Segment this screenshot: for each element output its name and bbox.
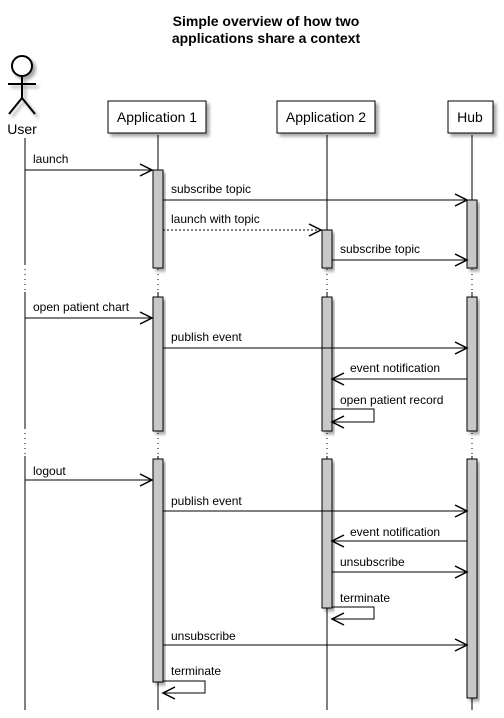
message-arrow: unsubscribe [332,555,469,579]
message-label: open patient record [340,393,443,407]
activation-app2 [321,296,333,432]
message-label: launch [33,152,68,166]
diagram-title-line-2: applications share a context [172,30,361,46]
message-label: terminate [171,664,221,678]
participant-box-app1 [107,100,207,134]
message-label: terminate [340,591,390,605]
activation-app2 [321,458,333,609]
message-arrow: unsubscribe [163,629,469,652]
activation-app1 [152,169,164,269]
message-label: logout [33,464,66,478]
message-label: publish event [171,330,242,344]
message-arrow: subscribe topic [163,182,469,207]
message-arrow: launch [25,152,154,177]
message-label: launch with topic [171,212,260,226]
message-label: publish event [171,494,242,508]
activation-hub [466,296,478,432]
message-label: open patient chart [33,300,130,314]
participant-app2: Application 2 [276,100,376,134]
participant-app1: Application 1 [107,100,207,134]
message-arrow: event notification [330,525,467,548]
participant-label-app2: Application 2 [286,109,366,125]
activation-app1 [152,296,164,432]
user-actor-icon [8,55,36,115]
message-label: unsubscribe [340,555,405,569]
message-arrow: publish event [163,494,469,518]
message-self-arrow: open patient record [330,393,443,429]
activation-hub [466,199,478,269]
user-actor-label: User [7,121,37,137]
message-label: subscribe topic [340,242,420,256]
activation-hub [466,458,478,699]
message-arrow: subscribe topic [332,242,469,267]
diagram-title-line-1: Simple overview of how two [173,13,360,29]
participant-label-hub: Hub [457,109,483,125]
activation-bars [152,169,478,699]
activation-app2 [321,229,333,269]
participant-label-app1: Application 1 [117,109,197,125]
participant-box-app2 [276,100,376,134]
message-self-arrow: terminate [330,591,390,626]
activation-app1 [152,458,164,683]
messages: launch subscribe topic launch with topic… [25,152,469,700]
message-self-arrow: terminate [161,664,221,700]
message-arrow: publish event [163,330,469,355]
message-label: unsubscribe [171,629,236,643]
message-arrow-dashed: launch with topic [163,212,323,237]
message-label: event notification [350,525,440,539]
message-arrow: event notification [330,361,467,386]
message-label: event notification [350,361,440,375]
participant-box-hub [447,100,494,134]
message-arrow: open patient chart [25,300,154,325]
message-arrow: logout [25,464,154,487]
message-label: subscribe topic [171,182,251,196]
participant-hub: Hub [447,100,494,134]
